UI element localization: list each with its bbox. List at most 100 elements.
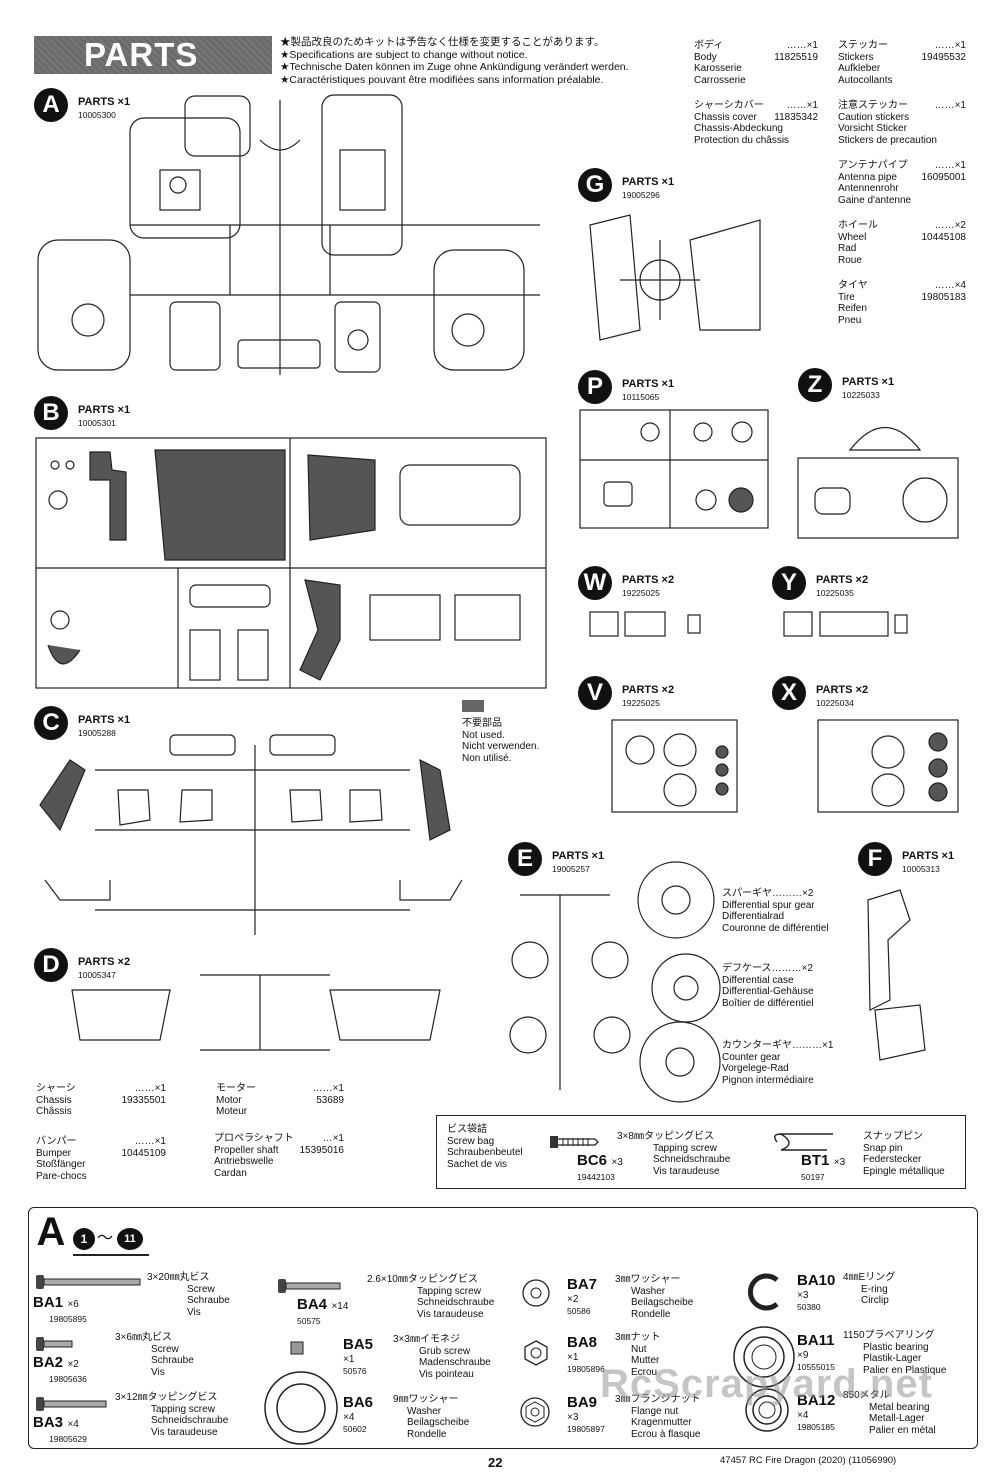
ba11-jp: 1150プラベアリング [843, 1330, 935, 1341]
ba3-label: BA3 ×4 [33, 1414, 79, 1432]
sprue-b-drawing [35, 437, 547, 689]
wheel-code: 10445108 [921, 231, 967, 243]
ba2-fr: Vis [151, 1366, 165, 1378]
case-en: Differential case [722, 974, 794, 986]
ba12-metal-bearing-icon [745, 1388, 789, 1432]
unused-de: Nicht verwenden. [462, 741, 540, 752]
chassis-cover-jp: シャーシカバー [694, 100, 764, 111]
tapping-screw-icon [550, 1136, 599, 1148]
bc6-code: 19442103 [577, 1172, 615, 1182]
letter-e-badge: E [508, 842, 542, 876]
bc6-fr: Vis taraudeuse [653, 1165, 720, 1177]
ba12-jp: 850メタル [843, 1390, 890, 1401]
ba3-qty: ×4 [67, 1419, 79, 1430]
case-jp: デフケース [722, 963, 772, 974]
caution-jp: 注意ステッカー [838, 100, 908, 111]
ba10-code: 50380 [797, 1302, 821, 1312]
bt1-en: Snap pin [863, 1142, 903, 1154]
ba7-code: 50586 [567, 1306, 591, 1316]
ba1-desc: 3×20㎜丸ビス Screw Schraube Vis [147, 1272, 230, 1318]
group-w-title: PARTS ×2 [622, 574, 675, 586]
ba7-washer-icon [522, 1279, 550, 1307]
case-qty: ×2 [801, 963, 813, 974]
e-spur-gear-label: スパーギヤ………×2 Differential spur gear Differ… [722, 888, 829, 934]
ba7-fr: Rondelle [631, 1308, 671, 1320]
ba2-jp: 3×6㎜丸ビス [115, 1332, 172, 1343]
e-diff-case-label: デフケース………×2 Differential case Differentia… [722, 963, 814, 1009]
sprue-c-drawing [39, 734, 463, 935]
tire-en: Tire [838, 291, 855, 303]
unused-jp: 不要部品 [462, 718, 502, 729]
ba5-fr: Vis pointeau [419, 1368, 474, 1380]
bc6-jp: 3×8㎜タッピングビス [617, 1131, 714, 1142]
ba3-en: Tapping screw [151, 1403, 215, 1415]
group-z-title: PARTS ×1 [842, 376, 895, 388]
ba12-qty: ×4 [797, 1410, 809, 1421]
bumper-jp: バンパー [36, 1136, 77, 1147]
stickers-de: Aufkleber [838, 63, 881, 74]
bt1-jp: スナップピン [863, 1131, 923, 1142]
ba9-qty: ×3 [567, 1412, 579, 1423]
ba6-name: BA6 [343, 1394, 374, 1411]
e-counter-gear-label: カウンターギヤ………×1 Counter gear Vorgelege-Rad … [722, 1040, 834, 1086]
prop-en: Propeller shaft [214, 1144, 279, 1156]
ba12-name: BA12 [797, 1392, 836, 1409]
ba2-qty: ×2 [67, 1359, 79, 1370]
tire-jp: タイヤ [838, 280, 868, 291]
group-d-code: 10005347 [78, 970, 116, 980]
ba5-name: BA5 [343, 1336, 374, 1353]
antenna-qty: ×1 [954, 160, 966, 171]
group-d-title: PARTS ×2 [78, 956, 131, 968]
spur-jp: スパーギヤ [722, 888, 772, 899]
group-x-title: PARTS ×2 [816, 684, 869, 696]
sprue-z-drawing [797, 426, 959, 539]
group-y-title: PARTS ×2 [816, 574, 869, 586]
body-fr: Carrosserie [694, 74, 746, 86]
tire-qty: ×4 [954, 280, 966, 291]
group-e-code: 19005257 [552, 864, 590, 874]
motor-en: Motor [216, 1094, 242, 1106]
antenna-fr: Gaine d'antenne [838, 194, 912, 206]
unused-fr: Non utilisé. [462, 752, 512, 764]
ba4-qty: ×14 [331, 1301, 349, 1312]
ba9-de: Kragenmutter [631, 1417, 692, 1428]
group-x-code: 10225034 [816, 698, 854, 708]
ba10-e-ring-icon [747, 1273, 779, 1311]
sprue-x-drawing [817, 719, 959, 813]
ba7-de: Beilagscheibe [631, 1297, 694, 1308]
spur-de: Differentialrad [722, 911, 785, 922]
letter-f-badge: F [858, 842, 892, 876]
stickers-en: Stickers [838, 51, 874, 63]
caution-en: Caution stickers [838, 111, 910, 123]
stickers-fr: Autocollants [838, 74, 893, 86]
sprue-d-drawing [71, 974, 441, 1051]
bt1-name: BT1 [801, 1152, 830, 1169]
ba10-de: Circlip [861, 1295, 889, 1306]
ba11-fr: Palier en Plastique [863, 1364, 947, 1376]
page-number: 22 [488, 1455, 503, 1470]
group-w-code: 19225025 [622, 588, 660, 598]
ba3-jp: 3×12㎜タッピングビス [115, 1392, 218, 1403]
group-y-code: 10225035 [816, 588, 854, 598]
group-p-code: 10115065 [622, 392, 660, 402]
ba8-nut-icon [524, 1340, 548, 1366]
ba5-desc: 3×3㎜イモネジ Grub screw Madenschraube Vis po… [393, 1334, 491, 1380]
sprue-w-drawing [589, 611, 701, 637]
chassis-qty: ×1 [154, 1083, 166, 1094]
chassis-jp: シャーシ [36, 1083, 76, 1094]
watermark: RcScrapyard.net [600, 1362, 933, 1406]
ba2-name: BA2 [33, 1354, 64, 1371]
antenna-de: Antennenrohr [838, 183, 899, 194]
ba2-de: Schraube [151, 1355, 194, 1366]
wheel-fr: Roue [838, 254, 862, 266]
ba2-screw-icon [36, 1337, 73, 1351]
ba5-de: Madenschraube [419, 1357, 491, 1368]
ba12-de: Metall-Lager [869, 1413, 925, 1424]
ba11-de: Plastik-Lager [863, 1353, 922, 1364]
